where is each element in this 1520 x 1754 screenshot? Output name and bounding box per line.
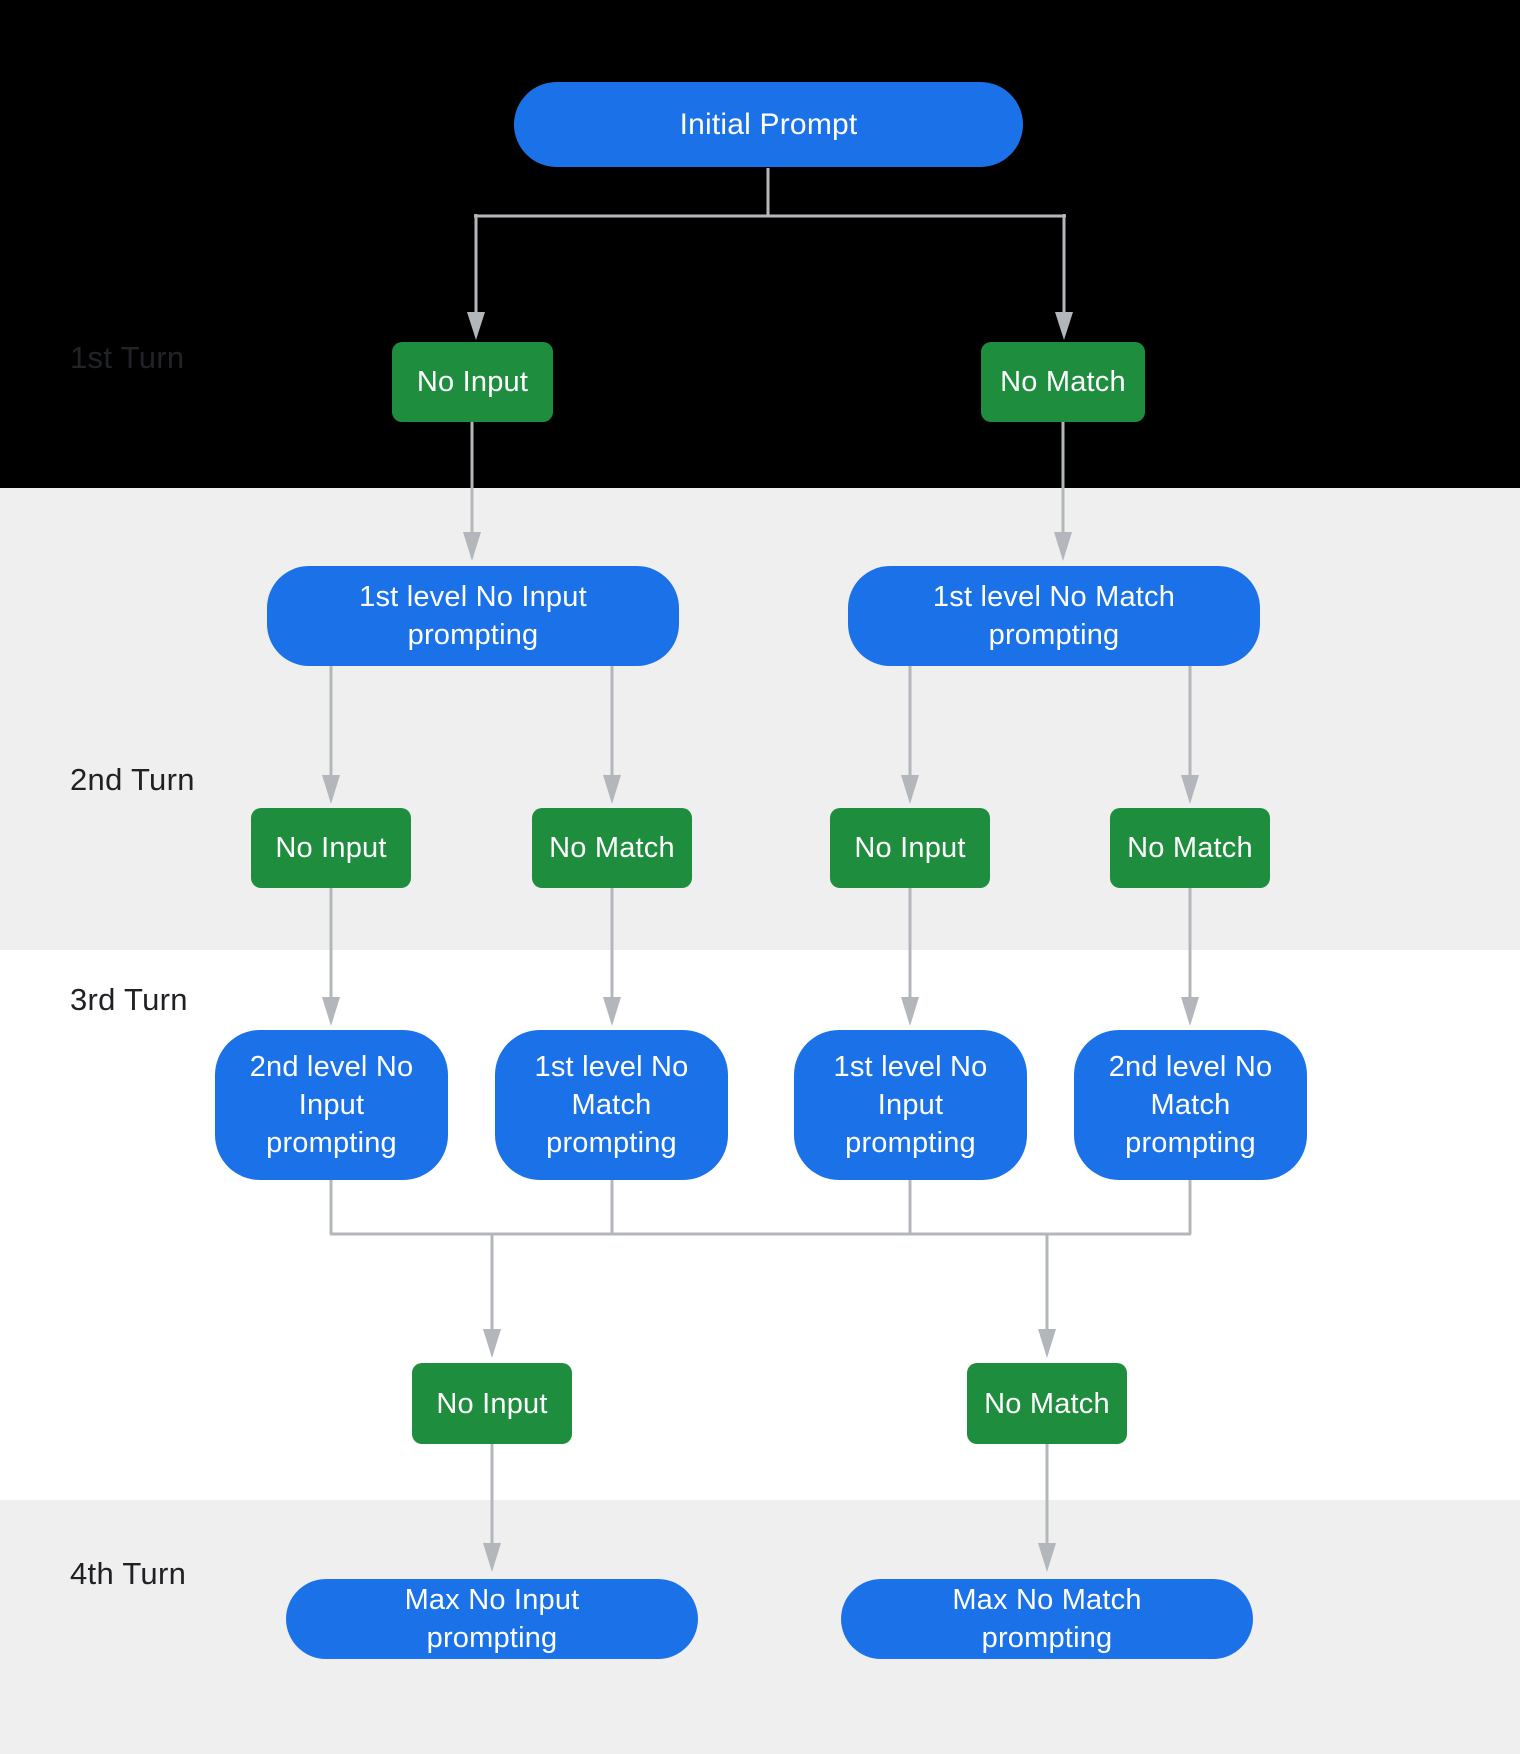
max-no-match-text: Max No Match prompting xyxy=(952,1584,1142,1654)
turn2-no-input-event-1: No Input xyxy=(251,808,411,888)
no-match-text: No Match xyxy=(1000,366,1126,398)
max-no-match-prompting-node: Max No Match prompting xyxy=(841,1579,1253,1659)
no-match-text: No Match xyxy=(549,832,675,864)
no-match-text: No Match xyxy=(1127,832,1253,864)
no-match-text: No Match xyxy=(984,1387,1110,1420)
section-turn2-background xyxy=(0,488,1520,950)
second-level-no-input-text: 2nd level No Input prompting xyxy=(249,1051,414,1159)
turn-3-label: 3rd Turn xyxy=(70,982,188,1017)
section-turn4-background xyxy=(0,1500,1520,1754)
turn1-no-input-event: No Input xyxy=(392,342,553,422)
no-input-text: No Input xyxy=(275,832,387,864)
section-turn1-background xyxy=(0,0,1520,488)
first-level-no-match-prompting-node: 1st level No Match prompting xyxy=(848,566,1260,666)
turn3-no-input-event: No Input xyxy=(412,1363,572,1444)
initial-prompt-node: Initial Prompt xyxy=(514,82,1023,167)
turn-1-label: 1st Turn xyxy=(70,340,185,375)
first-level-no-input-prompting-node: 1st level No Input prompting xyxy=(267,566,679,666)
second-level-no-match-text: 2nd level No Match prompting xyxy=(1108,1051,1273,1159)
first-level-no-match-text: 1st level No Match prompting xyxy=(932,581,1176,651)
turn-4-label: 4th Turn xyxy=(70,1556,187,1591)
no-input-text: No Input xyxy=(416,366,529,398)
first-level-no-input-text: 1st level No Input prompting xyxy=(359,581,587,651)
turn2-no-match-event-2: No Match xyxy=(1110,808,1270,888)
first-level-no-match-text: 1st level No Match prompting xyxy=(534,1051,689,1159)
turn3-no-match-event: No Match xyxy=(967,1363,1127,1444)
max-no-input-text: Max No Input prompting xyxy=(404,1584,580,1654)
no-input-text: No Input xyxy=(854,832,966,864)
first-level-no-match-prompting-node-2: 1st level No Match prompting xyxy=(495,1030,728,1180)
first-level-no-input-text: 1st level No Input prompting xyxy=(833,1051,988,1159)
second-level-no-match-prompting-node: 2nd level No Match prompting xyxy=(1074,1030,1307,1180)
first-level-no-input-prompting-node-2: 1st level No Input prompting xyxy=(794,1030,1027,1180)
second-level-no-input-prompting-node: 2nd level No Input prompting xyxy=(215,1030,448,1180)
max-no-input-prompting-node: Max No Input prompting xyxy=(286,1579,698,1659)
turn1-no-match-event: No Match xyxy=(981,342,1145,422)
initial-prompt-text: Initial Prompt xyxy=(679,107,858,141)
section-turn3-background xyxy=(0,950,1520,1500)
no-input-text: No Input xyxy=(436,1387,548,1420)
turn-2-label: 2nd Turn xyxy=(70,762,195,797)
turn2-no-input-event-2: No Input xyxy=(830,808,990,888)
turn2-no-match-event-1: No Match xyxy=(532,808,692,888)
